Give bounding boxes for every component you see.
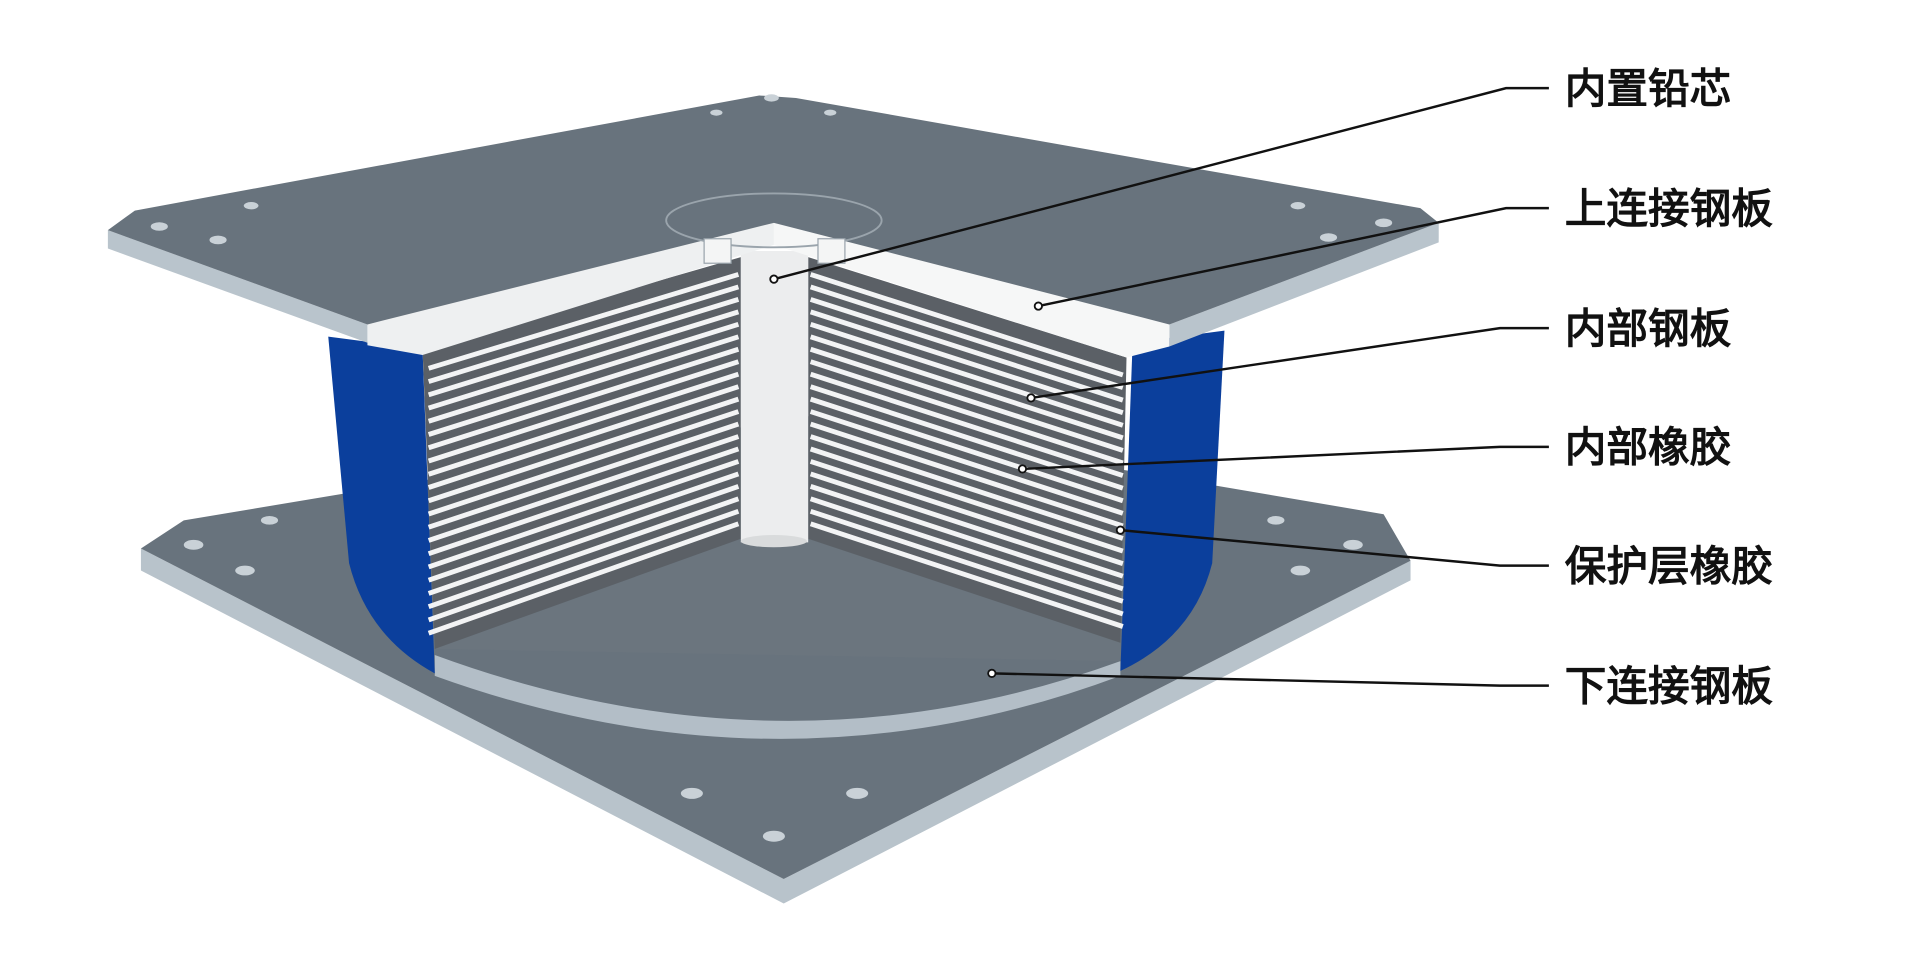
steel-layer bbox=[809, 396, 1124, 504]
cover-rubber-left bbox=[328, 336, 435, 674]
steel-layer bbox=[427, 509, 740, 623]
steel-layer bbox=[809, 384, 1124, 491]
steel-layer bbox=[809, 409, 1124, 516]
steel-layer bbox=[427, 371, 740, 477]
steel-layer bbox=[427, 421, 740, 530]
steel-layer bbox=[809, 508, 1124, 617]
steel-layer bbox=[809, 297, 1124, 403]
steel-layer bbox=[427, 521, 740, 636]
steel-layer bbox=[809, 334, 1124, 441]
steel-layer bbox=[427, 446, 740, 557]
steel-layer bbox=[427, 284, 740, 384]
steel-layer bbox=[809, 421, 1124, 529]
steel-layer bbox=[809, 434, 1124, 541]
steel-layer bbox=[809, 284, 1124, 390]
steel-layer bbox=[427, 434, 740, 543]
steel-layer bbox=[809, 446, 1124, 554]
steel-layer bbox=[809, 346, 1124, 453]
label-lead-core: 内置铅芯 bbox=[1565, 64, 1731, 113]
lead-core bbox=[740, 250, 809, 543]
cover-rubber-right bbox=[1120, 330, 1225, 671]
steel-layer bbox=[427, 409, 740, 517]
steel-layer bbox=[809, 359, 1124, 466]
steel-layer bbox=[809, 322, 1124, 428]
steel-layer bbox=[809, 484, 1124, 592]
steel-layer bbox=[427, 297, 740, 398]
steel-layer bbox=[427, 484, 740, 596]
steel-layer bbox=[427, 384, 740, 490]
steel-layer bbox=[809, 309, 1124, 416]
steel-layer bbox=[427, 496, 740, 610]
laminate-left bbox=[422, 257, 741, 649]
steel-layer bbox=[809, 496, 1124, 604]
steel-layer bbox=[427, 359, 740, 464]
lower-ring bbox=[434, 655, 1121, 739]
steel-layer bbox=[809, 459, 1124, 566]
upper-plate bbox=[107, 94, 1439, 358]
steel-layer bbox=[427, 459, 740, 570]
steel-layer bbox=[427, 321, 740, 424]
steel-layer bbox=[809, 521, 1124, 629]
steel-layer bbox=[427, 309, 740, 411]
steel-layer bbox=[809, 471, 1124, 579]
steel-layer bbox=[427, 471, 740, 583]
label-inner-rubber: 内部橡胶 bbox=[1565, 423, 1732, 472]
steel-layer bbox=[427, 396, 740, 504]
callouts: 内置铅芯 上连接钢板 内部钢板 内部橡胶 保护层橡胶 下连接钢板 bbox=[769, 64, 1773, 710]
label-lower-plate: 下连接钢板 bbox=[1565, 661, 1773, 710]
label-inner-steel: 内部钢板 bbox=[1565, 304, 1732, 353]
laminate-right bbox=[808, 257, 1127, 643]
label-upper-plate: 上连接钢板 bbox=[1565, 184, 1773, 233]
steel-layer bbox=[809, 272, 1124, 378]
floor bbox=[434, 538, 1121, 662]
steel-layer bbox=[427, 334, 740, 437]
steel-layer bbox=[427, 346, 740, 451]
steel-layer bbox=[809, 371, 1124, 478]
label-cover-rubber: 保护层橡胶 bbox=[1565, 541, 1773, 590]
steel-layer bbox=[427, 272, 740, 371]
